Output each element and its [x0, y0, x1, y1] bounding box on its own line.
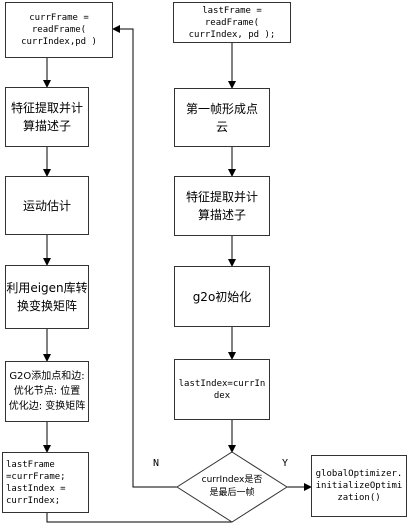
global-optimizer-text: globalOptimizer. initializeOptimi zation…: [315, 469, 403, 503]
g2o-init-text: g2o初始化: [192, 289, 252, 304]
eigen-transform-text: 利用eigen库转 换变换矩阵: [6, 281, 88, 313]
global-optimizer-box: globalOptimizer. initializeOptimi zation…: [311, 455, 407, 517]
g2o-init-box: g2o初始化: [174, 266, 270, 327]
feature-extraction-left-text: 特征提取并计 算描述子: [10, 101, 83, 133]
g2o-add-text: G2O添加点和边: 优化节点: 位置 优化边: 变换矩阵: [8, 371, 86, 412]
motion-estimation-box: 运动估计: [5, 176, 89, 235]
update-last-text: lastFrame =currFrame; lastIndex = currIn…: [6, 459, 66, 506]
edge-label-yes: Y: [282, 458, 289, 469]
last-index-text: lastIndex=currIn dex: [178, 378, 266, 401]
last-index-box: lastIndex=currIn dex: [174, 359, 270, 420]
curr-frame-box: currFrame = readFrame( currIndex,pd ): [5, 2, 113, 58]
curr-frame-text: currFrame = readFrame( currIndex,pd ): [21, 13, 97, 47]
eigen-transform-box: 利用eigen库转 换变换矩阵: [5, 265, 89, 329]
g2o-add-box: G2O添加点和边: 优化节点: 位置 优化边: 变换矩阵: [5, 361, 89, 422]
decision-diamond: [176, 451, 288, 523]
update-last-box: lastFrame =currFrame; lastIndex = currIn…: [2, 452, 89, 513]
decision-text: currIndex是否 是最后一帧: [201, 475, 263, 498]
edge-label-no: N: [153, 458, 160, 469]
feature-extraction-right-text: 特征提取并计 算描述子: [185, 190, 258, 222]
feature-extraction-right-box: 特征提取并计 算描述子: [174, 176, 270, 236]
last-frame-box: lastFrame = readFrame( currIndex, pd );: [173, 2, 291, 43]
feature-extraction-left-box: 特征提取并计 算描述子: [5, 87, 89, 147]
first-frame-box: 第一帧形成点 云: [174, 88, 270, 147]
motion-estimation-text: 运动估计: [22, 198, 71, 213]
last-frame-text: lastFrame = readFrame( currIndex, pd );: [188, 5, 276, 40]
arrow-decision-no-loop: [112, 25, 177, 488]
first-frame-text: 第一帧形成点 云: [185, 101, 258, 134]
